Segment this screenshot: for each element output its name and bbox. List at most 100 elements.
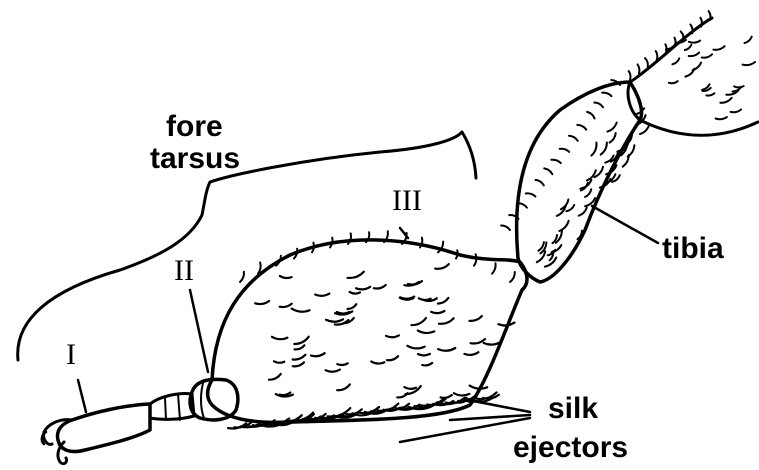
label-segment-2: II bbox=[174, 254, 194, 287]
hair-stroke bbox=[419, 298, 431, 300]
hair-stroke bbox=[412, 318, 427, 325]
label-segment-1: I bbox=[66, 338, 76, 371]
hair-stroke bbox=[326, 370, 340, 372]
hair-stroke bbox=[469, 316, 481, 321]
label-tibia: tibia bbox=[662, 232, 724, 265]
hair-stroke bbox=[348, 272, 364, 278]
hair-stroke bbox=[470, 386, 488, 389]
label-ejectors: ejectors bbox=[513, 431, 628, 464]
hair-stroke bbox=[510, 272, 515, 282]
hair-stroke bbox=[326, 319, 343, 321]
segment-2-outline bbox=[190, 379, 238, 420]
hair-stroke bbox=[337, 363, 347, 365]
hair-stroke bbox=[484, 342, 501, 345]
hair-stroke bbox=[269, 374, 281, 380]
hair-stroke bbox=[408, 281, 422, 284]
hair-stroke bbox=[577, 125, 586, 130]
hair-stroke bbox=[560, 149, 570, 152]
segment-1-outline bbox=[42, 404, 150, 464]
hair-stroke bbox=[386, 335, 399, 337]
hair-stroke bbox=[601, 143, 607, 155]
hair-stroke bbox=[272, 337, 288, 339]
hair-stroke bbox=[579, 208, 587, 216]
label-segment-3: III bbox=[392, 184, 422, 217]
hair-stroke bbox=[536, 180, 544, 186]
hair-stroke bbox=[557, 206, 566, 216]
label-fore: fore bbox=[166, 110, 223, 143]
hair-stroke bbox=[280, 276, 292, 278]
hair-stroke bbox=[720, 98, 731, 103]
hair-stroke bbox=[387, 356, 398, 360]
hair-stroke bbox=[566, 205, 574, 211]
femur-outline bbox=[628, 18, 758, 135]
hair-stroke bbox=[587, 112, 595, 119]
hair-stroke bbox=[538, 242, 544, 251]
hair-stroke bbox=[418, 331, 435, 334]
hair-stroke bbox=[569, 136, 578, 141]
label-tarsus: tarsus bbox=[150, 142, 240, 175]
hair-stroke bbox=[422, 363, 432, 366]
hair-stroke bbox=[418, 354, 430, 356]
hair-stroke bbox=[350, 292, 360, 294]
label-silk: silk bbox=[548, 392, 598, 425]
hair-stroke bbox=[640, 125, 649, 134]
hair-stroke bbox=[706, 93, 714, 95]
hair-stroke bbox=[404, 387, 416, 389]
hair-stroke bbox=[559, 221, 568, 231]
hair-stroke bbox=[552, 245, 562, 252]
hair-stroke bbox=[602, 93, 611, 97]
hair-stroke bbox=[407, 346, 424, 349]
segment-joint-rings bbox=[150, 393, 194, 420]
hair-stroke bbox=[374, 285, 386, 288]
hair-stroke bbox=[292, 309, 310, 312]
hair-stroke bbox=[629, 71, 631, 80]
hair-stroke bbox=[645, 58, 648, 67]
hair-stroke bbox=[702, 54, 712, 57]
hair-stroke bbox=[544, 168, 552, 174]
hair-stroke bbox=[713, 46, 724, 50]
hair-stroke bbox=[674, 38, 675, 47]
hair-stroke bbox=[672, 58, 679, 64]
hair-stroke bbox=[441, 395, 452, 398]
hair-stroke bbox=[438, 298, 449, 304]
femur-hairs bbox=[629, 11, 755, 119]
hair-stroke bbox=[551, 160, 561, 163]
hair-stroke bbox=[685, 45, 692, 50]
hair-stroke bbox=[397, 393, 407, 397]
hair-stroke bbox=[293, 362, 304, 366]
hair-stroke bbox=[656, 51, 658, 60]
hair-stroke bbox=[435, 264, 449, 269]
hair-stroke bbox=[439, 318, 454, 324]
hair-stroke bbox=[587, 170, 596, 180]
hair-stroke bbox=[274, 361, 284, 363]
hair-stroke bbox=[689, 53, 699, 57]
hair-stroke bbox=[689, 41, 700, 43]
hair-stroke bbox=[431, 311, 444, 313]
hair-stroke bbox=[716, 117, 727, 119]
hair-stroke bbox=[337, 384, 350, 390]
hair-stroke bbox=[315, 294, 329, 296]
hair-stroke bbox=[526, 193, 536, 196]
hair-stroke bbox=[585, 189, 591, 197]
hair-stroke bbox=[591, 143, 596, 156]
hair-stroke bbox=[607, 123, 616, 132]
tibia-outline bbox=[517, 82, 642, 282]
hair-stroke bbox=[700, 18, 702, 27]
segment-3-outline bbox=[208, 240, 528, 422]
hair-stroke bbox=[311, 353, 325, 356]
hair-stroke bbox=[501, 226, 510, 231]
hair-stroke bbox=[356, 287, 370, 290]
hair-stroke bbox=[293, 355, 306, 360]
hair-stroke bbox=[669, 81, 678, 83]
hair-stroke bbox=[594, 103, 603, 108]
hair-stroke bbox=[255, 301, 269, 304]
hair-stroke bbox=[420, 238, 422, 248]
hair-stroke bbox=[280, 393, 291, 396]
hair-stroke bbox=[628, 145, 635, 156]
hair-stroke bbox=[743, 62, 756, 65]
hair-stroke bbox=[400, 297, 414, 299]
hair-stroke bbox=[492, 263, 496, 273]
hair-stroke bbox=[464, 352, 478, 355]
hair-stroke bbox=[638, 64, 640, 73]
hair-stroke bbox=[295, 345, 305, 349]
